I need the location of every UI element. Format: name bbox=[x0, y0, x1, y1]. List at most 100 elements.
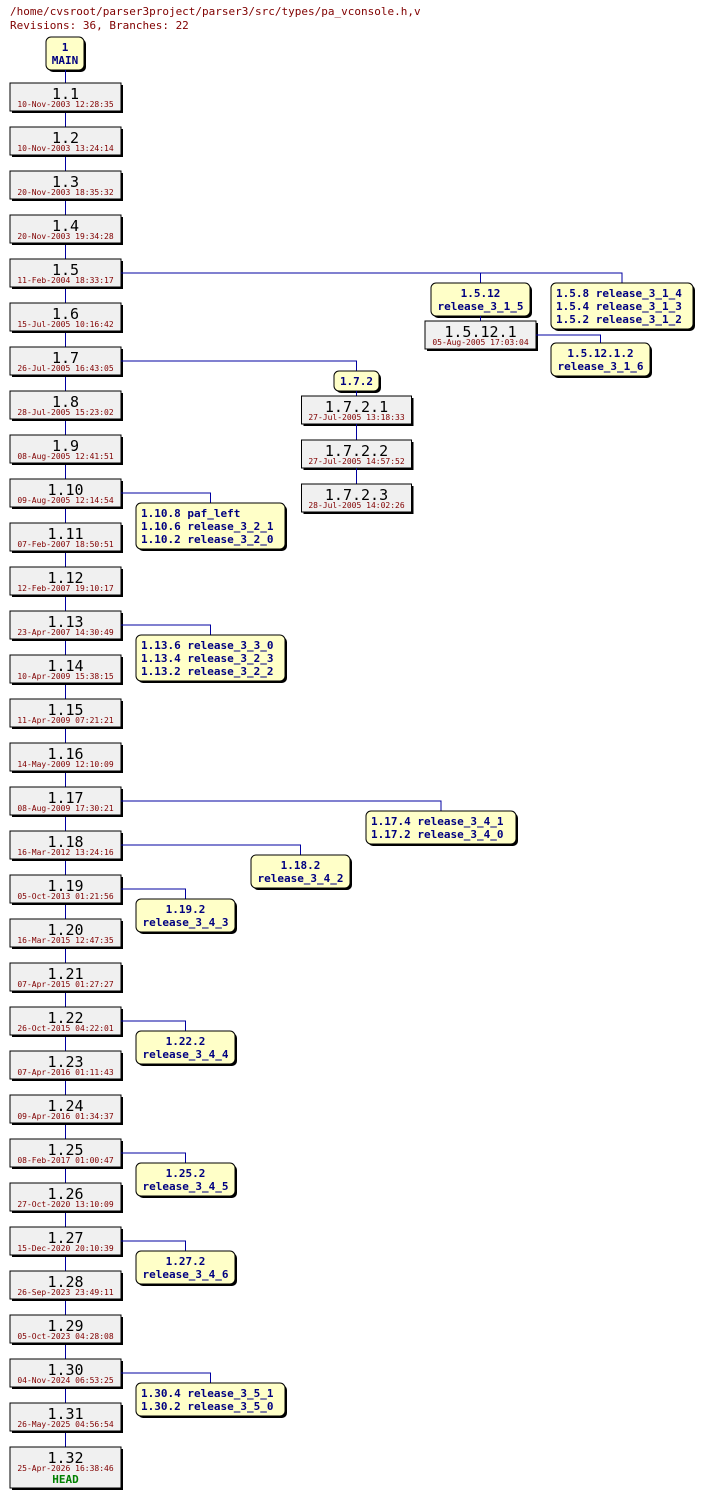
revision-number: 1.25 bbox=[47, 1141, 83, 1159]
branch-connector bbox=[121, 1020, 186, 1031]
revision-1-2[interactable]: 1.210-Nov-2003 13:24:14 bbox=[9, 126, 123, 157]
tag-label: 1.17.2 release_3_4_0 bbox=[371, 828, 503, 841]
revision-number: 1.20 bbox=[47, 921, 83, 939]
revision-number: 1.30 bbox=[47, 1361, 83, 1379]
revision-date: 05-Aug-2005 17:03:04 bbox=[432, 338, 529, 347]
revision-1-7[interactable]: 1.726-Jul-2005 16:43:05 bbox=[9, 346, 123, 377]
tag-label: 1 bbox=[62, 41, 69, 54]
revision-box bbox=[9, 610, 122, 640]
revision-date: 27-Jul-2005 13:18:33 bbox=[308, 413, 405, 422]
revision-box bbox=[9, 1094, 122, 1124]
revision-date: 05-Oct-2023 04:28:08 bbox=[17, 1332, 114, 1341]
branch-tag-1-17-4-release-3-4-1[interactable]: 1.17.4 release_3_4_11.17.2 release_3_4_0 bbox=[365, 810, 518, 846]
revision-date: 28-Jul-2005 14:02:26 bbox=[308, 501, 405, 510]
revision-box bbox=[9, 522, 122, 552]
branch-tag-1-30-4-release-3-5-1[interactable]: 1.30.4 release_3_5_11.30.2 release_3_5_0 bbox=[135, 1382, 287, 1418]
revision-1-9[interactable]: 1.908-Aug-2005 12:41:51 bbox=[9, 434, 123, 465]
tag-label: 1.10.8 paf_left bbox=[141, 507, 240, 520]
revision-box bbox=[9, 698, 122, 728]
revision-1-6[interactable]: 1.615-Jul-2005 10:16:42 bbox=[9, 302, 123, 333]
tag-box bbox=[135, 502, 286, 550]
revision-date: 10-Apr-2009 15:38:15 bbox=[17, 672, 114, 681]
branch-connector bbox=[121, 844, 301, 855]
revision-number: 1.27 bbox=[47, 1229, 83, 1247]
revision-number: 1.15 bbox=[47, 701, 83, 719]
revision-box bbox=[9, 126, 122, 156]
file-path: /home/cvsroot/parser3project/parser3/src… bbox=[10, 5, 421, 18]
revision-date: 15-Dec-2020 20:10:39 bbox=[17, 1244, 114, 1253]
revision-box bbox=[9, 830, 122, 860]
revision-number: 1.17 bbox=[47, 789, 83, 807]
revision-date: 07-Feb-2007 18:50:51 bbox=[17, 540, 114, 549]
tag-box bbox=[135, 898, 236, 933]
revision-1-1[interactable]: 1.110-Nov-2003 12:28:35 bbox=[9, 82, 123, 113]
revision-date: 20-Nov-2003 18:35:32 bbox=[17, 188, 114, 197]
tag-label: 1.5.12 bbox=[461, 287, 501, 300]
revision-number: 1.19 bbox=[47, 877, 83, 895]
revision-date: 26-May-2025 04:56:54 bbox=[17, 1420, 114, 1429]
revision-number: 1.9 bbox=[52, 437, 79, 455]
revision-1-3[interactable]: 1.320-Nov-2003 18:35:32 bbox=[9, 170, 123, 201]
revision-number: 1.7 bbox=[52, 349, 79, 367]
revision-number: 1.3 bbox=[52, 173, 79, 191]
revision-box bbox=[9, 962, 122, 992]
revision-1-8[interactable]: 1.828-Jul-2005 15:23:02 bbox=[9, 390, 123, 421]
tag-label: 1.5.12.1.2 bbox=[567, 347, 633, 360]
revision-1-20[interactable]: 1.2016-Mar-2015 12:47:35 bbox=[9, 918, 123, 949]
revision-number: 1.6 bbox=[52, 305, 79, 323]
revision-number: 1.5.12.1 bbox=[444, 323, 516, 341]
tag-label: 1.5.4 release_3_1_3 bbox=[556, 300, 682, 313]
revision-1-5-12-1[interactable]: 1.5.12.105-Aug-2005 17:03:04 bbox=[424, 320, 538, 351]
revision-date: 11-Apr-2009 07:21:21 bbox=[17, 716, 114, 725]
tag-label: 1.19.2 bbox=[166, 903, 206, 916]
revision-1-7-2-1[interactable]: 1.7.2.127-Jul-2005 13:18:33 bbox=[301, 395, 414, 426]
tag-label: 1.18.2 bbox=[281, 859, 321, 872]
revision-1-4[interactable]: 1.420-Nov-2003 19:34:28 bbox=[9, 214, 123, 245]
tag-label: 1.5.8 release_3_1_4 bbox=[556, 287, 682, 300]
branch-tag-1-5-8-release-3-1-4[interactable]: 1.5.8 release_3_1_41.5.4 release_3_1_31.… bbox=[550, 282, 695, 331]
revision-date: 08-Aug-2005 12:41:51 bbox=[17, 452, 114, 461]
branch-tag-1-13-6-release-3-3-0[interactable]: 1.13.6 release_3_3_01.13.4 release_3_2_3… bbox=[135, 634, 287, 683]
revision-1-5[interactable]: 1.511-Feb-2004 18:33:17 bbox=[9, 258, 123, 289]
branch-connector bbox=[121, 360, 357, 371]
revision-1-7-2-2[interactable]: 1.7.2.227-Jul-2005 14:57:52 bbox=[301, 439, 414, 470]
branch-tag-1-7-2[interactable]: 1.7.2 bbox=[333, 370, 381, 393]
revision-box bbox=[9, 434, 122, 464]
revision-number: 1.7.2.2 bbox=[325, 442, 388, 460]
revision-date: 25-Apr-2026 16:38:46 bbox=[17, 1464, 114, 1473]
tag-box bbox=[135, 1162, 236, 1197]
revision-1-7-2-3[interactable]: 1.7.2.328-Jul-2005 14:02:26 bbox=[301, 483, 414, 514]
